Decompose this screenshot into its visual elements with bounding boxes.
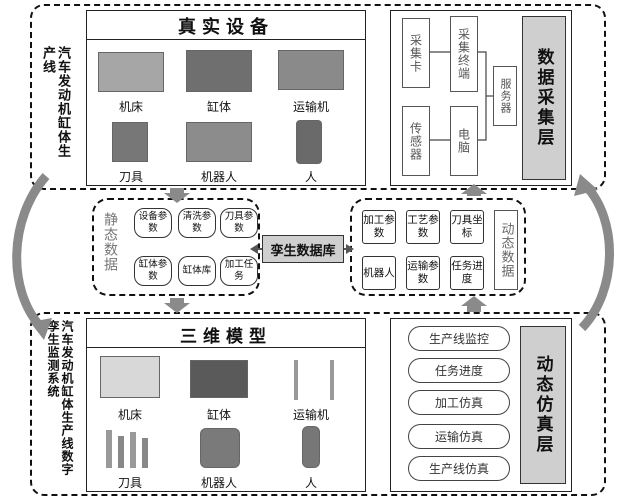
twin-database-box: 孪生数据库 xyxy=(262,235,344,263)
top-panel xyxy=(30,4,606,190)
simulation-title-box: 动态仿真层 xyxy=(520,326,566,484)
top-item-conveyor: 运输机 xyxy=(292,100,329,114)
person-photo xyxy=(296,120,322,164)
person-model xyxy=(302,426,320,468)
lathe-photo xyxy=(98,52,164,92)
top-item-lathe: 机床 xyxy=(118,100,143,114)
sim-item-task-progress: 任务进度 xyxy=(408,358,510,383)
dynamic-item-machining-params: 加工参数 xyxy=(362,210,396,244)
capture-card: 采集卡 xyxy=(402,18,430,88)
up-arrow-simulation xyxy=(461,296,487,306)
static-item-block-params: 缸体参数 xyxy=(134,256,172,286)
static-item-tool-params: 刀具参数 xyxy=(220,208,258,238)
top-item-robot: 机器人 xyxy=(200,170,237,184)
capture-terminal: 采集终端 xyxy=(450,16,478,92)
dynamic-item-tool-coords: 刀具坐标 xyxy=(450,210,484,244)
static-item-cleaning-params: 清洗参数 xyxy=(178,208,216,238)
robot-model xyxy=(200,428,240,468)
bottom-item-block: 缸体 xyxy=(206,408,231,422)
static-item-machining-task: 加工任务 xyxy=(220,256,258,286)
static-data-title: 静态数据 xyxy=(102,212,118,272)
bottom-item-person: 人 xyxy=(304,476,317,490)
conveyor-model xyxy=(294,360,334,400)
right-curve-arrow xyxy=(578,182,614,332)
static-item-equipment-params: 设备参数 xyxy=(134,208,172,238)
bottom-item-robot: 机器人 xyxy=(200,476,237,490)
tool-photo xyxy=(112,122,148,162)
computer: 电脑 xyxy=(450,106,478,176)
dynamic-item-transport-params: 运输参数 xyxy=(406,256,440,290)
sim-item-machining-sim: 加工仿真 xyxy=(408,390,510,415)
bottom-item-conveyor: 运输机 xyxy=(292,408,329,422)
bottom-side-label: 汽车发动机缸体生产线数字孪生监测系统 xyxy=(46,320,74,476)
real-equipment-title: 真实设备 xyxy=(178,17,274,38)
top-item-block: 缸体 xyxy=(206,100,231,114)
dynamic-item-task-progress: 任务进度 xyxy=(450,256,484,290)
block-photo xyxy=(186,50,252,92)
top-item-person: 人 xyxy=(304,170,317,184)
dynamic-item-process-params: 工艺参数 xyxy=(406,210,440,244)
bottom-item-lathe: 机床 xyxy=(117,408,142,422)
real-equipment-title-bar xyxy=(86,10,366,40)
sim-item-transport-sim: 运输仿真 xyxy=(408,424,510,449)
left-curve-arrow xyxy=(12,173,50,329)
dynamic-item-robot: 机器人 xyxy=(362,256,396,290)
dynamic-data-title-box: 动态数据 xyxy=(494,210,518,290)
sim-item-line-monitor: 生产线监控 xyxy=(408,326,510,351)
static-item-block-library: 缸体库 xyxy=(178,256,216,286)
sim-item-line-sim: 生产线仿真 xyxy=(408,456,510,481)
model-title: 三维模型 xyxy=(180,327,272,347)
block-model xyxy=(190,360,248,398)
top-item-tool: 刀具 xyxy=(118,170,143,184)
top-side-label: 汽车发动机缸体生产线 xyxy=(40,46,70,158)
tools-model xyxy=(106,428,156,468)
model-title-bar xyxy=(86,318,366,348)
server: 服务器 xyxy=(493,66,517,126)
conveyor-photo xyxy=(278,50,344,90)
bottom-item-tool: 刀具 xyxy=(117,476,142,490)
sensor: 传感器 xyxy=(402,106,430,176)
robot-photo xyxy=(186,122,252,162)
bottom-panel xyxy=(30,312,606,496)
data-collection-title-box: 数据采集层 xyxy=(522,16,566,180)
lathe-model xyxy=(100,356,160,398)
